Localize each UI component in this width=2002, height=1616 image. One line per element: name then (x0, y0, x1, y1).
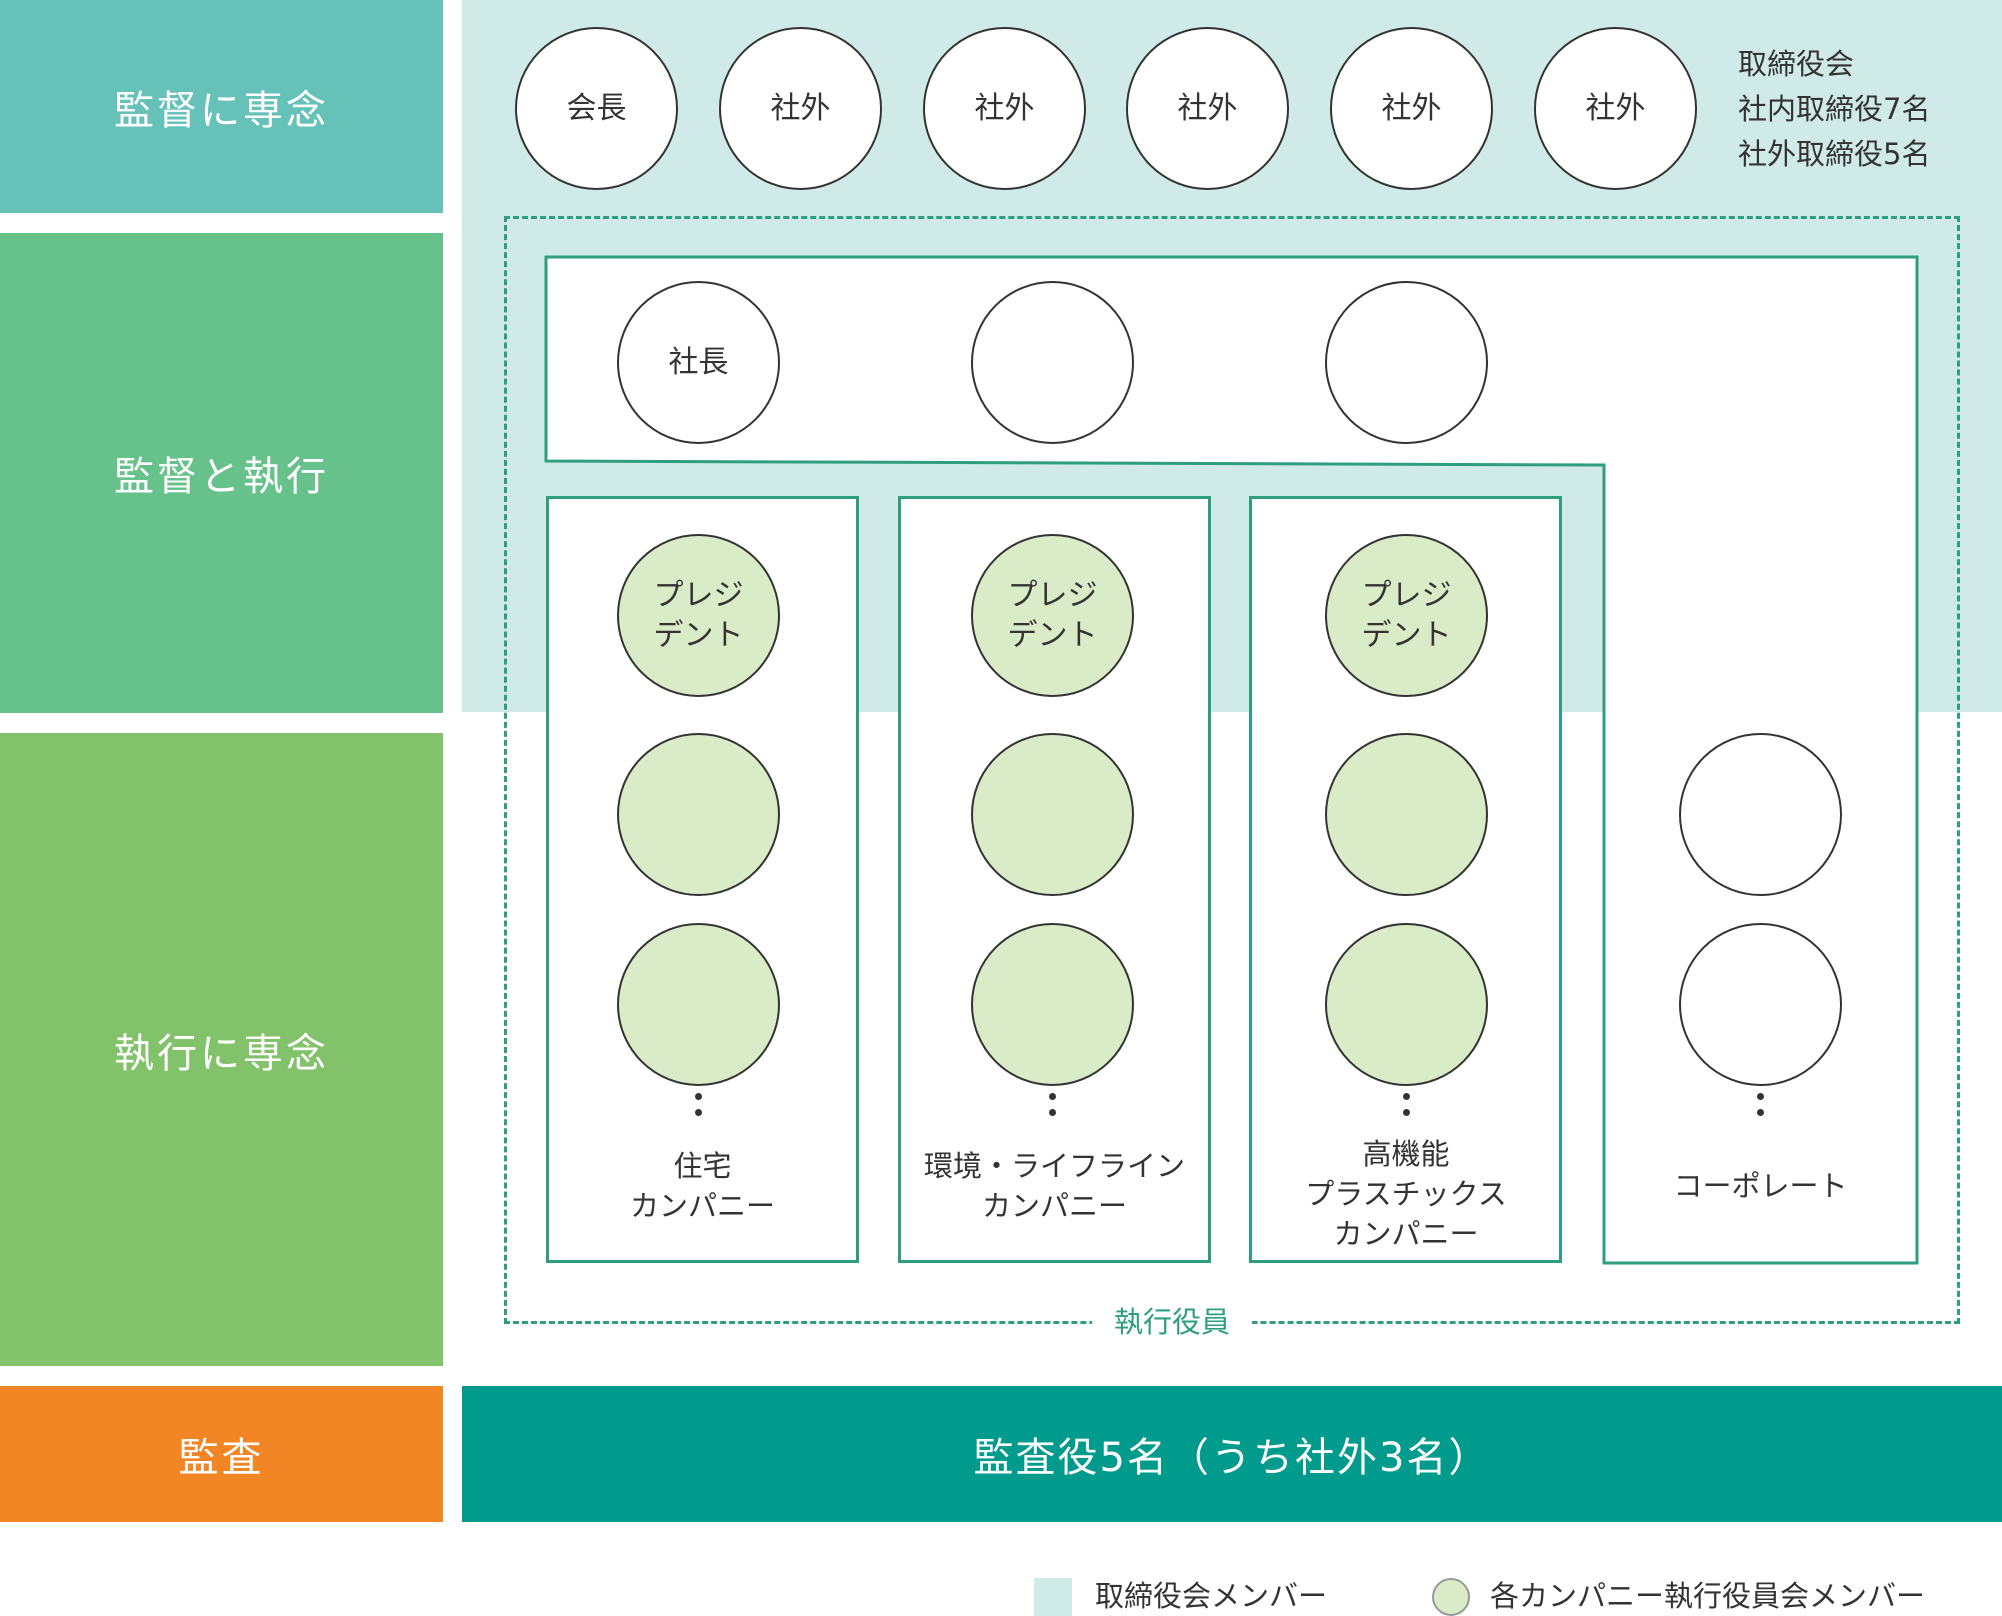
executive-officers-label: 執行役員 (1092, 1300, 1252, 1344)
legend-company-label: 各カンパニー執行役員会メンバー (1490, 1579, 1926, 1613)
more-dots (695, 1093, 702, 1125)
corporate-label: コーポレート (1673, 1169, 1848, 1203)
side-label-supervision-execution: 監督と執行 (0, 233, 443, 713)
board-composition-note: 取締役会 社内取締役7名 社外取締役5名 (1738, 42, 1930, 177)
executive-circle (971, 281, 1134, 444)
corporate-executive-circle (1679, 733, 1842, 896)
company-president-circle: プレジ デント (617, 534, 780, 697)
president-circle: 社長 (617, 281, 780, 444)
side-label-supervision: 監督に専念 (0, 0, 443, 213)
board-member-outside: 社外 (1534, 27, 1697, 190)
executive-circle (1325, 281, 1488, 444)
company-executive-circle (971, 733, 1134, 896)
company-executive-circle (617, 733, 780, 896)
board-note-line: 社外取締役5名 (1738, 137, 1931, 171)
board-member-outside: 社外 (923, 27, 1086, 190)
corporate-executive-circle (1679, 923, 1842, 1086)
company-president-circle: プレジ デント (1325, 534, 1488, 697)
company-label: 住宅 カンパニー (629, 1149, 775, 1223)
company-executive-circle (1325, 923, 1488, 1086)
company-executive-circle (617, 923, 780, 1086)
board-note-line: 社内取締役7名 (1738, 92, 1931, 126)
more-dots (1403, 1093, 1410, 1125)
more-dots (1757, 1093, 1764, 1125)
company-executive-circle (971, 923, 1134, 1086)
legend-board-swatch (1034, 1578, 1072, 1616)
side-label-execution: 執行に専念 (0, 733, 443, 1366)
company-executive-circle (1325, 733, 1488, 896)
audit-board-bar: 監査役5名（うち社外3名） (462, 1386, 2002, 1522)
legend-board-label: 取締役会メンバー (1095, 1579, 1328, 1613)
board-member-outside: 社外 (1330, 27, 1493, 190)
company-label: 環境・ライフライン カンパニー (923, 1149, 1185, 1223)
more-dots (1049, 1093, 1056, 1125)
company-label: 高機能 プラスチックス カンパニー (1305, 1137, 1507, 1251)
board-member-outside: 社外 (1126, 27, 1289, 190)
board-member-outside: 社外 (719, 27, 882, 190)
board-member-chairman: 会長 (515, 27, 678, 190)
side-label-audit: 監査 (0, 1386, 443, 1522)
board-note-line: 取締役会 (1738, 47, 1855, 81)
company-president-circle: プレジ デント (971, 534, 1134, 697)
legend-company-swatch (1432, 1578, 1470, 1616)
